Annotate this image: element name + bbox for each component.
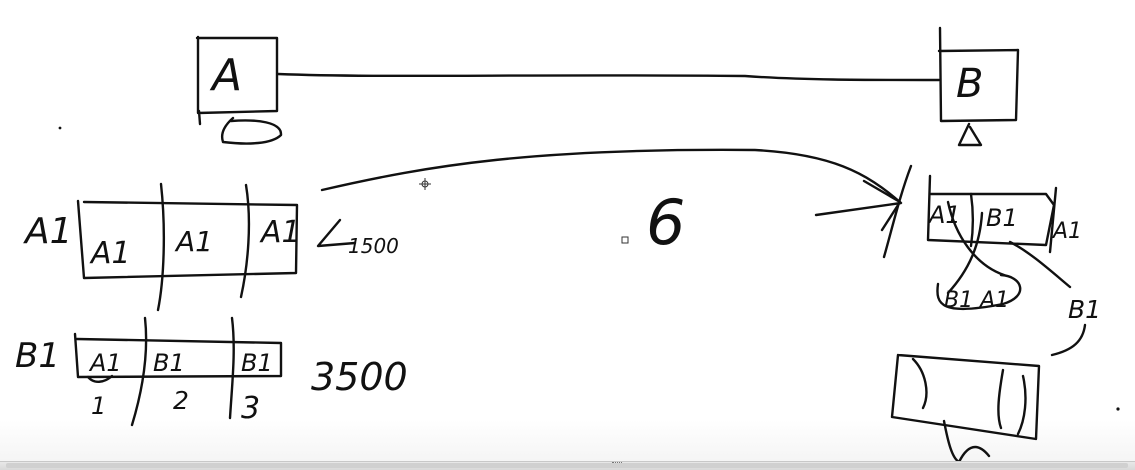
- left-b1-label: B1: [15, 336, 60, 376]
- right-cross-lines: [946, 200, 1072, 295]
- right-box-border: [926, 174, 1056, 247]
- a1-cell-1: A1: [89, 236, 131, 271]
- left-a1-label: A1: [23, 211, 73, 252]
- top-connection-line: [276, 72, 941, 82]
- right-cluster: A1 B1 A1 B1 A1 B1: [882, 164, 1101, 357]
- b1-number-1: 1: [91, 392, 106, 420]
- horizontal-scrollbar-thumb[interactable]: [6, 463, 1128, 468]
- scrollbar-grip-icon: [612, 462, 622, 466]
- node-a-monitor: [195, 35, 279, 126]
- a1-cell-2: A1: [174, 225, 213, 258]
- b1-divider-2: [228, 316, 235, 420]
- b1-count: 3500: [311, 355, 408, 399]
- b1-cell-1-underline: [86, 374, 114, 383]
- b1-number-3: 3: [241, 391, 260, 426]
- b1-table: A1 B1 B1 1 2 3: [73, 316, 283, 427]
- node-a-group: A: [195, 35, 283, 145]
- right-a1-label: A1: [1051, 219, 1082, 244]
- b1-table-border: [73, 332, 283, 379]
- right-vertical-line: [882, 164, 913, 259]
- b1-divider-1: [130, 316, 148, 427]
- b1-cell-3: B1: [241, 349, 273, 377]
- a1-divider-2: [239, 183, 251, 299]
- a1-table: A1 A1 A1: [76, 182, 301, 312]
- a1-divider-1: [156, 182, 166, 312]
- middle-six-label: 6: [646, 186, 685, 259]
- a1-table-border: [76, 199, 299, 280]
- middle-arc: [320, 148, 903, 217]
- a1-cell-3: A1: [259, 215, 301, 250]
- bottom-right-scribble-box: [890, 353, 1041, 464]
- node-b-monitor: [937, 26, 1020, 123]
- a1-arrow-mark: [316, 218, 357, 248]
- right-bottom-b1-label: B1: [1068, 295, 1101, 324]
- cursor-marker-icon: [621, 236, 629, 244]
- right-box-2-label: B1: [986, 204, 1018, 232]
- b1-number-2: 2: [173, 386, 189, 415]
- node-a-base: [220, 116, 283, 145]
- node-b-label: B: [956, 61, 983, 107]
- node-b-base: [957, 122, 983, 147]
- stray-dot-left: [58, 126, 62, 130]
- node-b-group: B: [937, 26, 1020, 147]
- crosshair-icon: [419, 178, 431, 190]
- b1-cell-1: A1: [88, 349, 122, 377]
- b1-cell-2: B1: [153, 349, 185, 377]
- right-bottom-curve: [1050, 323, 1087, 357]
- node-a-label: A: [209, 50, 242, 101]
- stray-dot-right: [1116, 407, 1120, 411]
- right-bottom-loop: [936, 273, 1022, 311]
- a1-count: 1500: [348, 234, 399, 258]
- right-box-dividers: [969, 186, 1058, 254]
